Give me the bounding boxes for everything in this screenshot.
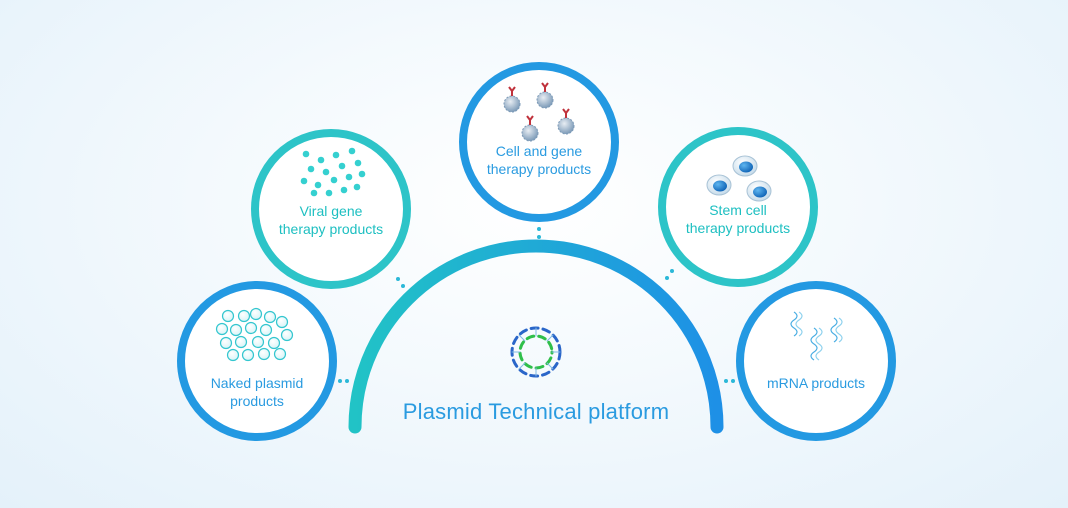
stem-cells-icon	[706, 155, 772, 202]
dna-ring-icon	[510, 326, 562, 378]
label-mrna: mRNA products	[767, 374, 865, 392]
ring-mrna	[736, 281, 896, 441]
ring-viral-gene	[251, 129, 411, 289]
label-viral-gene-line2: therapy products	[278, 221, 384, 237]
label-naked-plasmid-line1: Naked plasmid	[210, 375, 304, 391]
connector-dots	[338, 227, 735, 383]
label-viral-gene-line1: Viral gene	[299, 203, 363, 219]
platform-arch	[348, 239, 724, 434]
node-rings	[177, 62, 896, 441]
label-stem-cell-line2: therapy products	[685, 220, 791, 236]
antibody-cells-icon	[503, 82, 575, 142]
ring-stem-cell	[658, 127, 818, 287]
ring-naked-plasmid	[177, 281, 337, 441]
label-stem-cell: Stem cell therapy products	[686, 201, 790, 237]
label-naked-plasmid-line2: products	[230, 393, 284, 409]
label-cell-gene: Cell and gene therapy products	[487, 142, 591, 178]
label-naked-plasmid: Naked plasmid products	[211, 374, 304, 410]
label-viral-gene: Viral gene therapy products	[279, 202, 383, 238]
label-cell-gene-line1: Cell and gene	[495, 143, 583, 159]
label-cell-gene-line2: therapy products	[486, 161, 592, 177]
label-mrna-line1: mRNA products	[766, 375, 866, 391]
platform-title: Plasmid Technical platform	[402, 399, 670, 424]
rna-strands-icon	[790, 311, 843, 361]
bubbles-icon	[215, 307, 294, 362]
virus-particles-icon	[300, 147, 366, 197]
ring-cell-gene	[459, 62, 619, 222]
label-stem-cell-line1: Stem cell	[709, 202, 767, 218]
